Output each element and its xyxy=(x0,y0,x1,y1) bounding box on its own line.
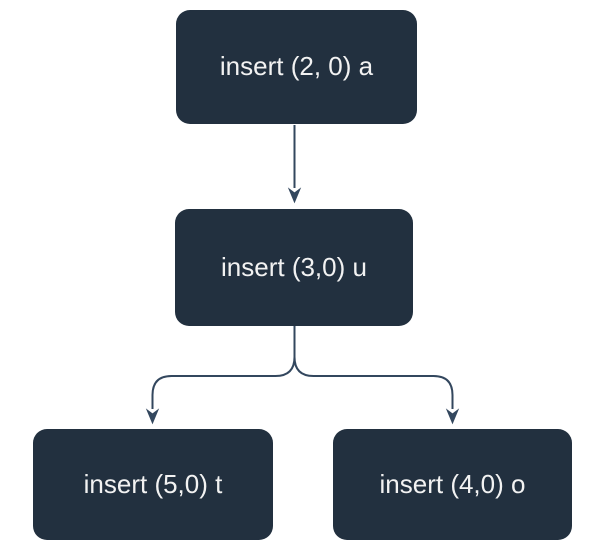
flowchart-node-root: insert (2, 0) a xyxy=(176,10,417,124)
edge-child-to-left-leaf xyxy=(145,326,296,425)
node-label: insert (5,0) t xyxy=(83,468,223,499)
flowchart-node-child: insert (3,0) u xyxy=(175,209,413,326)
edge-child-to-right-leaf xyxy=(293,326,460,425)
node-label: insert (2, 0) a xyxy=(219,51,374,82)
node-label: insert (3,0) u xyxy=(221,251,367,282)
node-label: insert (4,0) o xyxy=(379,468,526,499)
flowchart-node-left-leaf: insert (5,0) t xyxy=(33,429,273,540)
flowchart-node-right-leaf: insert (4,0) o xyxy=(333,429,572,540)
